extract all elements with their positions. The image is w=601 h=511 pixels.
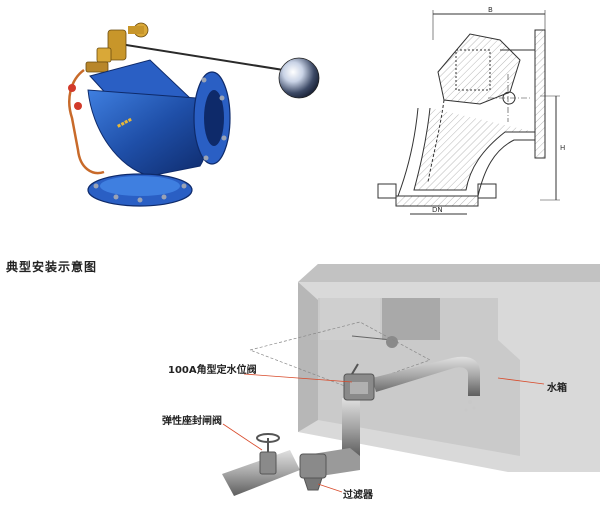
technical-drawing: B H DN bbox=[377, 6, 565, 215]
gate-valve-scene-icon bbox=[256, 433, 280, 475]
dim-dn-label: DN bbox=[432, 206, 443, 214]
needle-valve-icon bbox=[68, 84, 76, 92]
callout-float-valve: 100A角型定水位阀 bbox=[168, 365, 257, 376]
callout-gate-valve: 弹性座封闸阀 bbox=[162, 416, 222, 427]
bonnet-section bbox=[437, 33, 521, 105]
dim-h-label: H bbox=[560, 144, 565, 152]
ball-valve-icon bbox=[74, 102, 82, 110]
dim-b-label: B bbox=[488, 6, 493, 14]
callout-water-tank: 水箱 bbox=[547, 383, 567, 394]
valve-photo: ▪▪▪▪ bbox=[68, 22, 320, 207]
float-valve-scene-icon bbox=[343, 363, 375, 401]
section-title: 典型安装示意图 bbox=[6, 260, 98, 274]
pilot-valve-icon bbox=[85, 22, 149, 73]
callout-filter: 过滤器 bbox=[343, 490, 373, 501]
tank-float-icon bbox=[386, 336, 398, 348]
float-range-indicator bbox=[248, 321, 431, 389]
filter-scene-icon bbox=[299, 453, 327, 491]
installation-scene bbox=[222, 264, 600, 496]
water-outflow-icon bbox=[464, 400, 476, 412]
riser-pipe bbox=[342, 398, 360, 456]
callout-leaders bbox=[222, 373, 545, 493]
copper-tube bbox=[68, 68, 105, 175]
float-rod bbox=[119, 43, 297, 73]
outlet-flange-section bbox=[534, 29, 546, 159]
valve-body bbox=[87, 89, 209, 177]
float-ball-icon bbox=[278, 57, 320, 99]
outlet-pipe bbox=[372, 356, 480, 396]
